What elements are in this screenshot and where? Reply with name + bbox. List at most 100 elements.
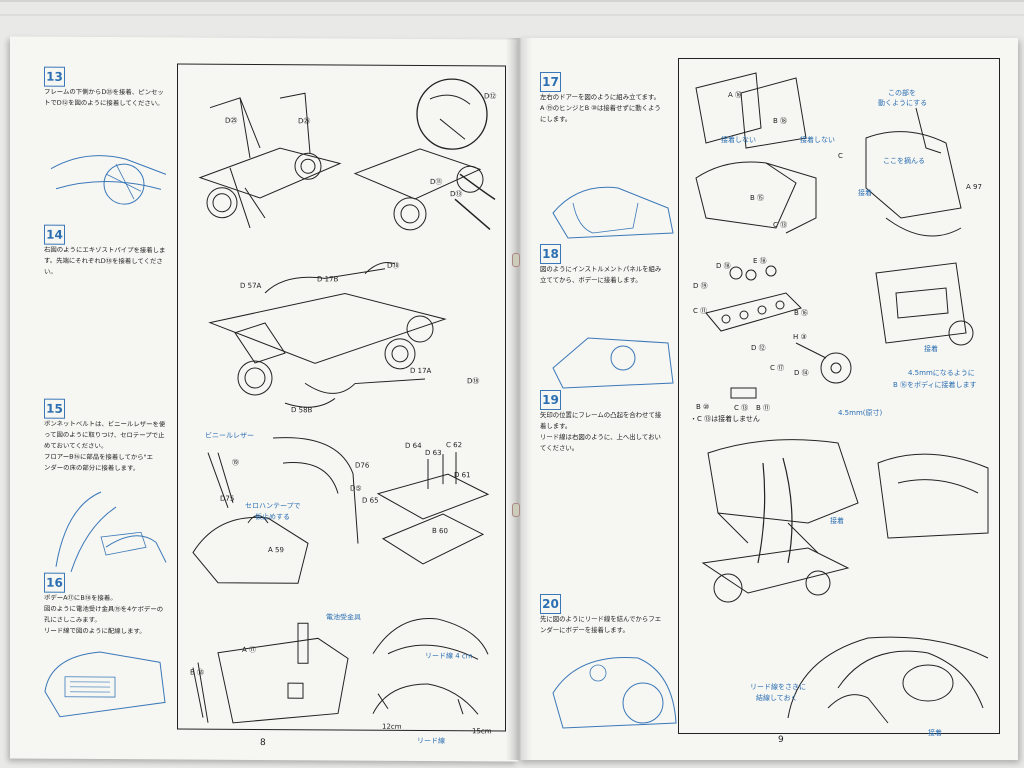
floor-tile-seam xyxy=(0,0,1024,2)
step-15-text-line: ンダーの床の部分に接着します。 xyxy=(44,463,140,473)
vinyl-leather-label: ビニールレザー xyxy=(205,431,254,440)
step-17-text-line: A ⑲のヒンジとB ⑩は接着せずに動くよう xyxy=(540,104,661,112)
part-label-a77: A ⑰ xyxy=(242,645,257,654)
part-label-d25: D㉕ xyxy=(298,117,311,126)
tie-lead-note: 結線しておく xyxy=(756,694,798,702)
part-label-d94: D ⑭ xyxy=(794,369,809,377)
step-13-thumbnail-sketch xyxy=(50,155,167,205)
battery-holder-label: 電池受金具 xyxy=(326,613,361,622)
instruction-booklet: 13 フレームの下側からD㉕を接着、ピンセッ トでD⑫を図のように接着してくださ… xyxy=(10,36,1018,762)
glue-label: 接着 xyxy=(928,729,942,737)
c93-not-glued-note: ・C ⑬は接着しません xyxy=(690,415,760,423)
part-label-a59: A 59 xyxy=(268,546,284,555)
part-label-c93: C ⑬ xyxy=(734,404,749,412)
part-label-e88: E ⑱ xyxy=(753,257,767,265)
part-label-a96: A ⑯ xyxy=(728,91,743,99)
part-label-d75: D75 xyxy=(220,494,235,503)
part-label-19: ⑲ xyxy=(232,458,239,467)
part-label-d17a: D 17A xyxy=(410,366,432,376)
part-label-c87: C ⑰ xyxy=(770,364,785,372)
step-14-text-line: い。 xyxy=(44,267,57,276)
part-label-d92: D ⑫ xyxy=(751,344,766,352)
measurement-note: 4.5mmになるように xyxy=(908,369,975,377)
glue-label: 接着 xyxy=(924,345,938,353)
step-19-text-line: リード線は右図のように、上へ出しておい xyxy=(540,433,661,441)
illustration-frame xyxy=(678,58,1000,734)
measurement-note: B ⑯をボディに接着します xyxy=(893,381,977,389)
part-label-d57a: D 57A xyxy=(240,281,262,290)
part-label-d89: D ⑲ xyxy=(693,282,708,290)
step-18-text-line: 立ててから、ボデーに接着します。 xyxy=(540,276,642,284)
part-label-b98: B ⑱ xyxy=(773,117,788,125)
part-label-a97: A 97 xyxy=(966,183,982,191)
length-15cm-label: 15cm xyxy=(472,727,492,736)
part-label-d64: D 64 xyxy=(405,441,422,450)
part-label-d18: D⑱ xyxy=(387,261,400,270)
part-label-b90: B ⑩ xyxy=(696,403,710,411)
step-14-exhaust-illustration xyxy=(208,262,447,408)
step-13-text-line: フレームの下側からD㉕を接着、ピンセッ xyxy=(44,87,164,97)
part-label-b91: B ⑪ xyxy=(756,404,771,412)
step-17-door-illustration xyxy=(695,72,962,237)
length-12cm-label: 12cm xyxy=(382,722,402,731)
moveable-note-label: この部を xyxy=(888,89,916,97)
step-15-text-line: フロアーB⑯に部品を接着してから"エ xyxy=(44,452,153,462)
step-19-text-line: 着します。 xyxy=(540,422,572,430)
floor-tile-seam xyxy=(0,14,1024,16)
part-label-b60: B 60 xyxy=(432,527,448,536)
step-15-text-line: ボンネットベルトは、ビニールレザーを使 xyxy=(44,419,166,429)
part-label-c93: C ⑬ xyxy=(773,221,788,229)
step-13-chassis-illustration xyxy=(198,78,496,231)
glue-label: 接着 xyxy=(858,189,872,197)
part-label-d61: D 61 xyxy=(454,471,471,480)
staple xyxy=(512,503,520,517)
part-label-d12: D⑫ xyxy=(484,92,497,101)
step-19-frame-fit-illustration xyxy=(701,439,989,603)
part-label-b78: B ⑱ xyxy=(190,668,205,677)
page-number: 8 xyxy=(260,737,266,749)
step-20-text-line: ンダーにボデーを接着します。 xyxy=(540,626,629,634)
glue-label: 接着 xyxy=(830,517,844,525)
step-20-text-line: 先に図のようにリード線を結んでからフエ xyxy=(540,615,662,623)
step-15-text-line: って図のように取りつけ、セロテープで止 xyxy=(44,430,165,440)
measurement-note: 4.5mm(原寸) xyxy=(838,409,883,417)
tie-lead-note: リード線をさきに xyxy=(750,683,806,691)
step-15-text-line: めておいてください。 xyxy=(44,441,108,451)
step-16-body-illustration xyxy=(192,617,489,724)
step-15-number: 15 xyxy=(44,398,65,419)
part-label-d17b: D 17B xyxy=(317,275,339,284)
step-17-text-line: にします。 xyxy=(540,115,572,123)
tape-note-label: セロハンテープで xyxy=(245,501,301,511)
step-15-bonnet-illustration xyxy=(192,437,490,584)
step-20-thumbnail-sketch xyxy=(552,656,677,729)
step-14-text-line: 右図のようにエキゾストパイプを接着しま xyxy=(44,245,166,255)
not-glued-label: 接着しない xyxy=(800,136,835,144)
step-20-number: 20 xyxy=(540,594,561,614)
not-glued-label: 接着しない xyxy=(721,136,756,144)
step-18-text-line: 図のようにインストルメントパネルを組み xyxy=(540,265,662,273)
staple xyxy=(512,253,520,267)
part-label-d5: D⑤ xyxy=(350,484,362,493)
part-label-d58b: D 58B xyxy=(291,406,313,415)
step-13-text-line: トでD⑫を図のように接着してください。 xyxy=(44,98,164,108)
step-16-text-line: 図のように電池受け金具⑲を4ケボデーの xyxy=(44,604,164,614)
step-14-number: 14 xyxy=(44,224,65,245)
part-label-d13: D⑬ xyxy=(450,190,463,199)
part-label-c91: C ⑪ xyxy=(693,307,708,315)
pinch-here-label: ここを摘んる xyxy=(883,157,925,165)
part-label-b86: B ⑯ xyxy=(794,309,809,317)
part-label-b95: B ⑮ xyxy=(750,194,765,202)
part-label-h3: H ③ xyxy=(793,333,807,341)
page-number: 9 xyxy=(778,735,784,745)
part-label-c62: C 62 xyxy=(446,441,463,450)
step-19-number: 19 xyxy=(540,390,561,410)
part-label-d25: D㉕ xyxy=(225,116,238,125)
step-15-thumbnail-sketch xyxy=(55,491,167,572)
step-13-number: 13 xyxy=(44,66,65,87)
step-16-text-line: 孔にさしこみます。 xyxy=(44,615,101,625)
step-18-number: 18 xyxy=(540,244,561,264)
part-label-d88: D ⑱ xyxy=(716,262,731,270)
step-17-thumbnail-sketch xyxy=(552,186,674,239)
step-16-thumbnail-sketch xyxy=(44,651,166,718)
part-label-d18: D⑱ xyxy=(467,377,480,386)
